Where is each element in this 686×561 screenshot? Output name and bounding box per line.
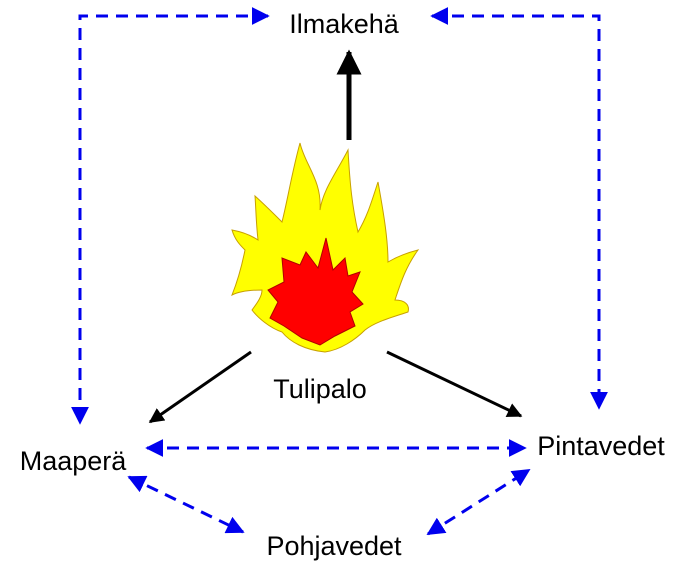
label-groundwater: Pohjavedet (266, 531, 402, 561)
exchange-arrow-soil-groundwater (127, 475, 245, 534)
label-fire: Tulipalo (273, 374, 367, 404)
arrow-fire-to-soil (148, 350, 252, 424)
label-atmosphere: Ilmakehä (289, 9, 400, 39)
exchange-arrow-atmosphere-surface-water (430, 7, 608, 410)
flame-inner (267, 237, 364, 346)
label-soil: Maaperä (20, 446, 128, 476)
label-surface-water: Pintavedet (537, 431, 665, 461)
exchange-arrow-atmosphere-soil (71, 7, 270, 425)
arrow-fire-to-surface-water (386, 350, 523, 418)
exchange-arrow-groundwater-surface-water (426, 468, 531, 536)
flame-icon (231, 142, 420, 353)
